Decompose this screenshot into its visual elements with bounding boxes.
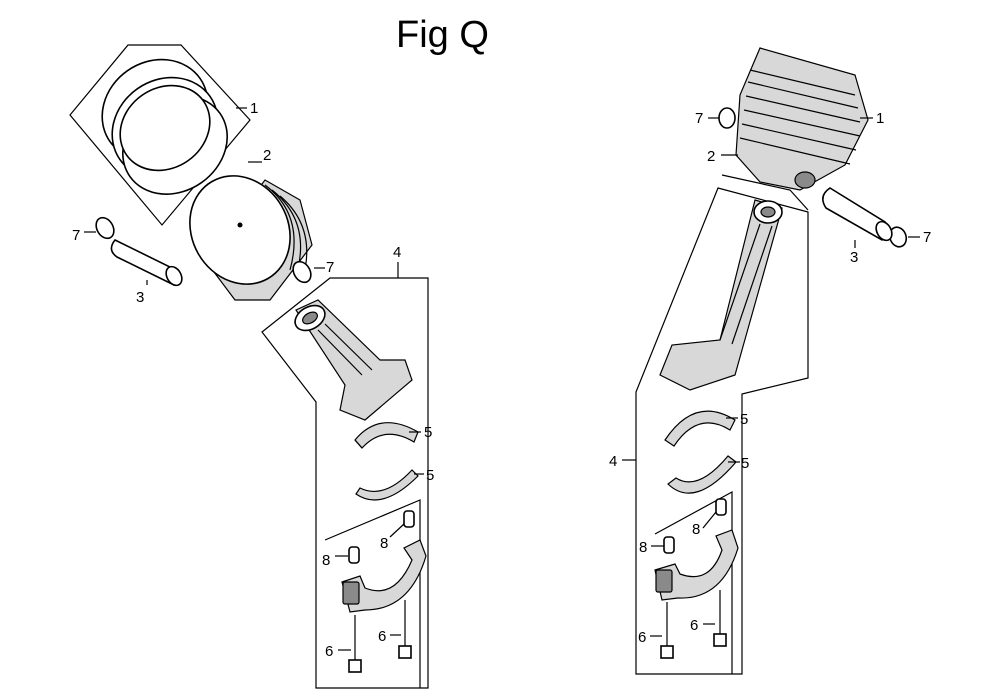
right-dowel-left [663,536,675,554]
left-bearing-cap [341,539,427,613]
right-callout-8b: 8 [692,521,700,538]
left-bolt-left [348,615,362,673]
left-rings-frame [69,44,251,226]
right-callout-4: 4 [609,453,617,470]
right-piston-pin [822,187,893,242]
right-callout-3: 3 [850,249,858,266]
left-assembly: 1 2 7 7 3 4 5 5 8 8 6 6 [69,44,434,689]
left-conrod-frame [261,277,429,689]
right-callout-6a: 6 [638,629,646,646]
left-clip-right [292,260,312,284]
right-dowel-right [715,498,727,516]
left-callout-2: 2 [263,147,271,164]
left-callout-5b: 5 [426,467,434,484]
right-bolt-right [713,590,727,647]
right-callout-5a: 5 [740,411,748,428]
left-callout-4: 4 [393,244,401,261]
right-bearing-cap [654,529,739,601]
right-conrod-frame [635,187,809,675]
left-clip-left [95,216,115,240]
left-bolt-right [398,600,412,659]
right-connecting-rod [659,199,783,391]
left-piston [189,175,313,301]
left-callout-8b: 8 [380,535,388,552]
left-callout-1: 1 [250,100,258,117]
right-callout-7b: 7 [923,229,931,246]
left-callout-5a: 5 [424,424,432,441]
right-bearing-lower [667,455,737,494]
left-callout-7b: 7 [326,259,334,276]
left-callout-6b: 6 [378,628,386,645]
left-cap-frame [324,499,421,688]
left-connecting-rod [294,299,413,421]
left-callout-3: 3 [136,289,144,306]
left-callout-8a: 8 [322,552,330,569]
right-assembly: 7 1 2 3 7 4 5 5 8 8 6 6 [609,47,931,675]
right-callout-5b: 5 [741,455,749,472]
right-callout-7a: 7 [695,110,703,127]
right-piston-frame [721,174,809,211]
left-dowel-left [348,546,360,564]
right-bearing-upper [664,410,736,447]
right-callout-1: 1 [876,110,884,127]
left-bearing-lower [355,469,419,501]
left-dowel-right [403,510,415,528]
right-piston [735,47,869,191]
right-clip-right [888,226,908,248]
left-piston-pin [110,238,183,287]
left-callout-7a: 7 [72,227,80,244]
figure-title: Fig Q [396,14,489,56]
right-callout-8a: 8 [639,539,647,556]
left-piston-rings [101,58,229,195]
left-callout-6a: 6 [325,643,333,660]
right-cap-frame [654,490,733,674]
left-bearing-upper [354,422,419,449]
right-callout-2: 2 [707,148,715,165]
right-callout-6b: 6 [690,617,698,634]
right-bolt-left [660,602,674,659]
right-clip-left [718,107,736,129]
